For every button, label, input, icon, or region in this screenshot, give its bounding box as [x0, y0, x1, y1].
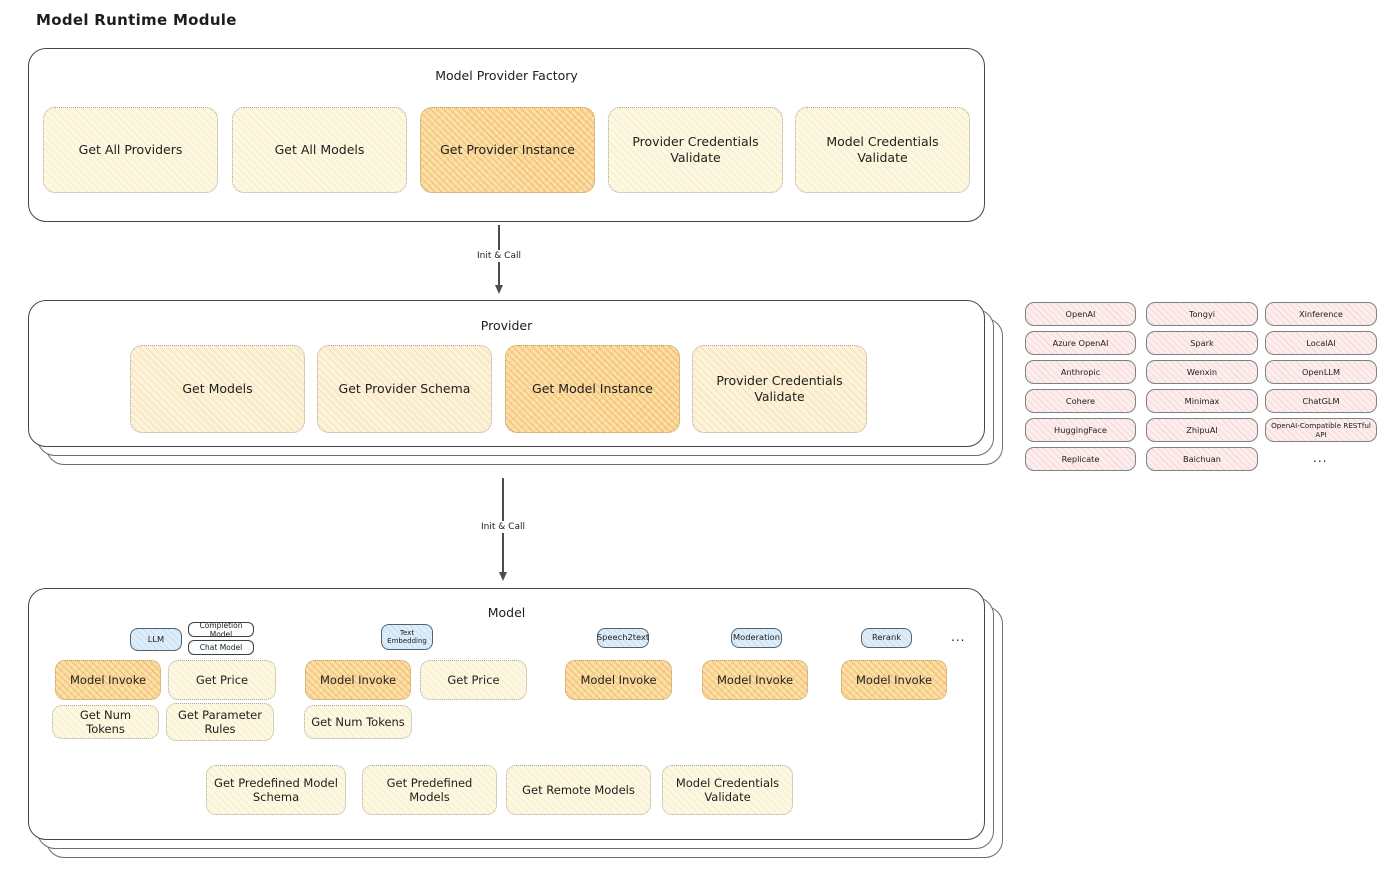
tag-moderation: Moderation: [731, 628, 782, 648]
provider-pill-azure-openai: Azure OpenAI: [1025, 331, 1136, 355]
model-title: Model: [487, 605, 526, 620]
arrow-label-init-call-1: Init & Call: [473, 250, 525, 262]
node-provider-credentials-validate-2: Provider Credentials Validate: [692, 345, 867, 433]
model-tags-more-ellipsis: ...: [951, 630, 966, 644]
tag-text-embedding: Text Embedding: [381, 624, 433, 650]
tag-chat-model: Chat Model: [188, 640, 254, 655]
tag-llm: LLM: [130, 628, 182, 651]
arrow-factory-to-provider-head: [494, 285, 503, 294]
node-get-provider-schema: Get Provider Schema: [317, 345, 492, 433]
provider-pill-wenxin: Wenxin: [1146, 360, 1258, 384]
arrow-label-init-call-2: Init & Call: [477, 521, 529, 533]
node-model-invoke-moderation: Model Invoke: [702, 660, 808, 700]
node-model-invoke-embedding: Model Invoke: [305, 660, 411, 700]
provider-pill-xinference: Xinference: [1265, 302, 1377, 326]
tag-rerank: Rerank: [861, 628, 912, 648]
provider-pill-openllm: OpenLLM: [1265, 360, 1377, 384]
provider-pill-cohere: Cohere: [1025, 389, 1136, 413]
provider-pill-openai-compatible: OpenAI-Compatible RESTful API: [1265, 418, 1377, 442]
provider-pill-huggingface: HuggingFace: [1025, 418, 1136, 442]
provider-pill-baichuan: Baichuan: [1146, 447, 1258, 471]
provider-pill-chatglm: ChatGLM: [1265, 389, 1377, 413]
node-provider-credentials-validate: Provider Credentials Validate: [608, 107, 783, 193]
node-model-invoke-rerank: Model Invoke: [841, 660, 947, 700]
node-get-remote-models: Get Remote Models: [506, 765, 651, 815]
node-model-invoke-llm: Model Invoke: [55, 660, 161, 700]
node-get-parameter-rules: Get Parameter Rules: [166, 703, 274, 741]
node-get-num-tokens-embedding: Get Num Tokens: [304, 705, 412, 739]
node-get-models: Get Models: [130, 345, 305, 433]
node-get-all-models: Get All Models: [232, 107, 407, 193]
node-get-price-embedding: Get Price: [420, 660, 527, 700]
tag-completion-model: Completion Model: [188, 621, 254, 639]
provider-pill-replicate: Replicate: [1025, 447, 1136, 471]
arrow-provider-to-model-head: [498, 572, 507, 581]
provider-pill-localai: LocalAI: [1265, 331, 1377, 355]
node-model-credentials-validate: Model Credentials Validate: [795, 107, 970, 193]
node-get-model-instance: Get Model Instance: [505, 345, 680, 433]
provider-pill-anthropic: Anthropic: [1025, 360, 1136, 384]
node-model-invoke-speech2text: Model Invoke: [565, 660, 672, 700]
provider-pill-openai: OpenAI: [1025, 302, 1136, 326]
node-get-predefined-models: Get Predefined Models: [362, 765, 497, 815]
provider-title: Provider: [480, 318, 533, 333]
node-get-all-providers: Get All Providers: [43, 107, 218, 193]
provider-pill-tongyi: Tongyi: [1146, 302, 1258, 326]
provider-pill-zhipuai: ZhipuAI: [1146, 418, 1258, 442]
node-get-num-tokens-llm: Get Num Tokens: [52, 705, 159, 739]
providers-more-ellipsis: ...: [1313, 451, 1328, 465]
node-get-predefined-model-schema: Get Predefined Model Schema: [206, 765, 346, 815]
node-get-price-llm: Get Price: [168, 660, 276, 700]
factory-title: Model Provider Factory: [435, 68, 578, 83]
provider-pill-spark: Spark: [1146, 331, 1258, 355]
page-title: Model Runtime Module: [36, 11, 237, 29]
node-get-provider-instance: Get Provider Instance: [420, 107, 595, 193]
node-model-credentials-validate-2: Model Credentials Validate: [662, 765, 793, 815]
tag-speech2text: Speech2text: [597, 628, 649, 648]
provider-pill-minimax: Minimax: [1146, 389, 1258, 413]
